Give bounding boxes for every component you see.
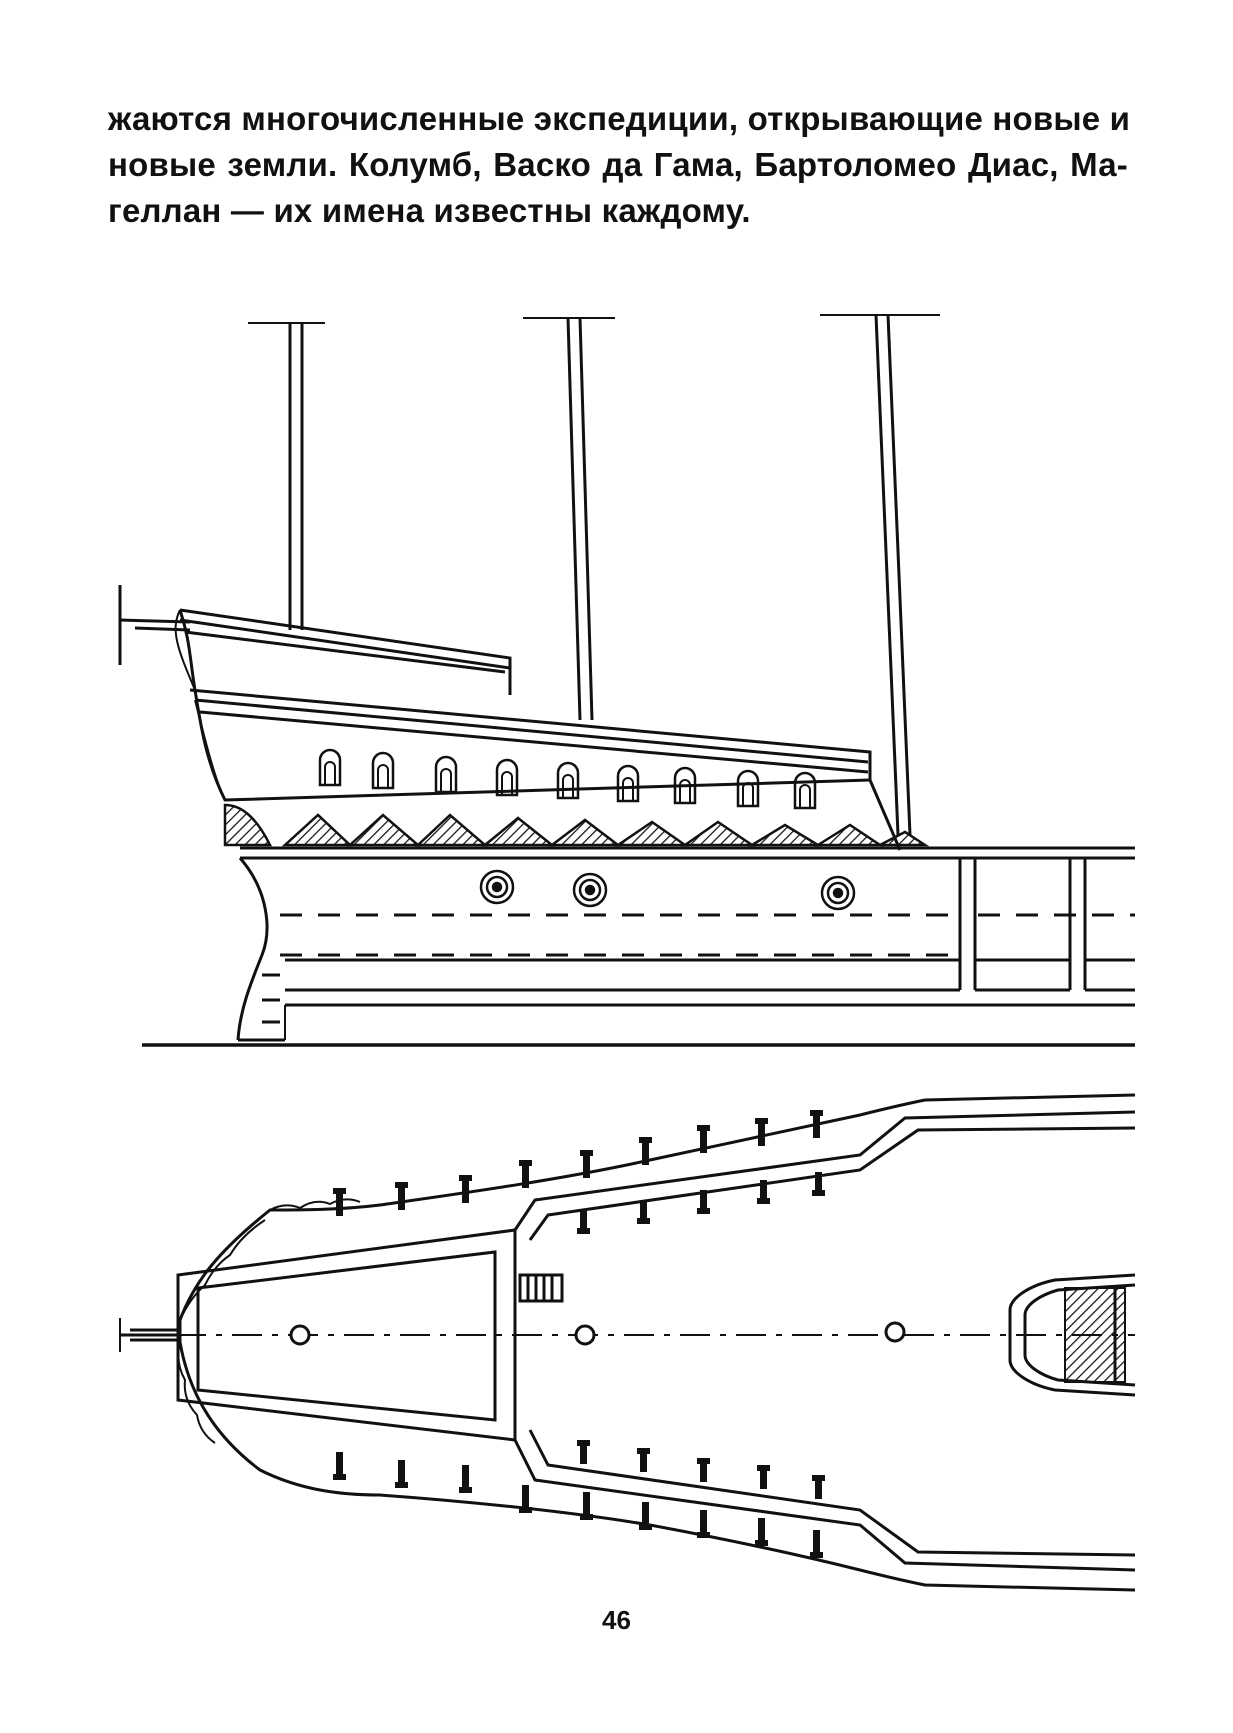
hatched-ornament (223, 803, 930, 847)
mast-steps (289, 1321, 906, 1346)
waist-deck (513, 1110, 1136, 1572)
cannons-upper (333, 1110, 823, 1216)
forecastle (174, 608, 902, 851)
text-line-1: жаются многочисленные экспедиции, открыв… (108, 100, 1131, 137)
bow-staff (118, 585, 191, 665)
arched-windows (318, 748, 817, 810)
cannons-inner-lower (577, 1440, 825, 1499)
cannons-inner-upper (577, 1172, 825, 1234)
hull-outline (119, 1093, 1136, 1592)
body-text: жаются многочисленные экспедиции, открыв… (108, 96, 1131, 234)
masts (248, 314, 940, 836)
page-number: 46 (602, 1605, 631, 1635)
cannons-lower (333, 1452, 823, 1558)
gun-ports (479, 869, 856, 911)
text-line-3: геллан — их имена известны каждому. (108, 192, 751, 229)
hull (142, 846, 1135, 1047)
boat (1008, 1273, 1136, 1397)
text-line-2: новые земли. Колумб, Васко да Гама, Барт… (108, 146, 1128, 183)
ladder (518, 1273, 564, 1303)
